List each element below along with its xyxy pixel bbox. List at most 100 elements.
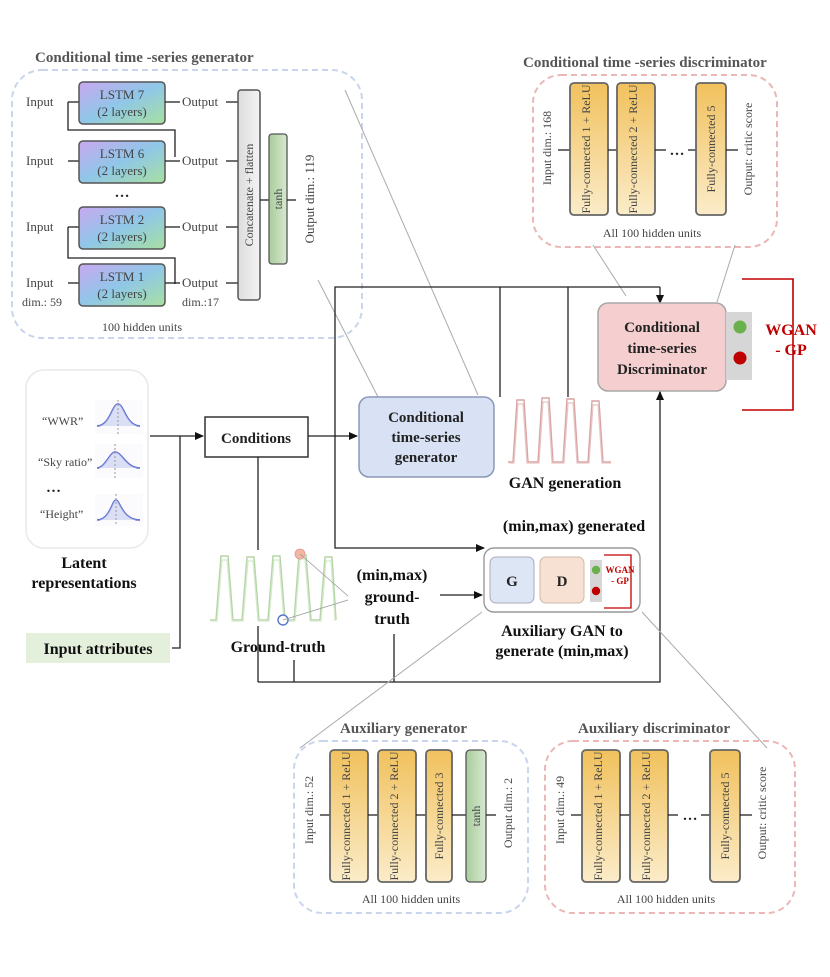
fc-layer-label: Fully-connected 2 + ReLU <box>626 84 640 213</box>
ground-truth-label: Ground-truth <box>231 639 326 656</box>
lstm-sub: (2 layers) <box>97 229 146 244</box>
fc-layer-label: Fully-connected 1 + ReLU <box>591 751 605 880</box>
output-label: Output: critic score <box>741 103 755 196</box>
concatenate-flatten-block <box>237 89 261 301</box>
latent-attr: … <box>46 480 61 496</box>
fc-layer-block <box>695 82 727 216</box>
lstm-sub: (2 layers) <box>97 286 146 301</box>
output-dim-label: Output dim.: 119 <box>302 155 317 244</box>
fc-layer-label: Fully-connected 5 <box>704 106 718 193</box>
lstm-block <box>78 206 166 250</box>
discriminator-panel-border <box>532 74 778 248</box>
latent-label-line2: representations <box>31 575 136 592</box>
wgan-gp-line: WGAN <box>765 322 817 339</box>
input-attributes-label: Input attributes <box>44 641 153 658</box>
lstm-sub: (2 layers) <box>97 163 146 178</box>
wgan-bracket <box>742 278 794 411</box>
aux-d-block <box>539 556 585 604</box>
fc-layer-label: Fully-connected 1 + ReLU <box>339 751 353 880</box>
fc-layer-label: Fully-connected 1 + ReLU <box>579 84 593 213</box>
output-label: Output <box>182 94 219 109</box>
lstm-block <box>78 263 166 307</box>
output-label: Output: critic score <box>755 767 769 860</box>
input-dim-label: Input dim.: 49 <box>553 776 567 844</box>
lstm-name: LSTM 2 <box>100 212 144 227</box>
lstm-name: LSTM 7 <box>100 87 145 102</box>
aux-generator-title: Auxiliary generator <box>340 721 467 737</box>
output-label: Output <box>182 275 219 290</box>
gan-generation-plot <box>505 392 613 468</box>
fc-layer-block <box>377 749 417 883</box>
fc-layer-block <box>629 749 669 883</box>
fc-layer-block <box>569 82 609 216</box>
latent-attr: “Height” <box>40 507 83 521</box>
aux-generator-panel: Auxiliary generator Input dim.: 52 Fully… <box>293 721 529 914</box>
fc-ellipsis: … <box>683 808 698 824</box>
discriminator-node-line: Discriminator <box>617 362 707 378</box>
output-dim-label: Output dim.: 2 <box>501 778 515 848</box>
aux-gan-caption-line: Auxiliary GAN to <box>501 623 623 640</box>
generator-panel-footer: 100 hidden units <box>102 320 182 334</box>
fc-layer-block <box>329 749 369 883</box>
conditional-generator-node <box>358 396 495 478</box>
fc-ellipsis: … <box>670 143 685 159</box>
wgan-red-indicator <box>733 351 747 365</box>
aux-g-label: G <box>506 574 518 590</box>
fc-layer-label: Fully-connected 2 + ReLU <box>639 751 653 880</box>
tanh-block <box>268 133 288 265</box>
aux-gan-caption-line: generate (min,max) <box>495 643 628 660</box>
minmax-groundtruth-line: ground- <box>365 589 420 606</box>
generator-panel: Conditional time -series generator Input… <box>11 50 363 339</box>
input-dim-label: dim.: 59 <box>22 295 62 309</box>
input-label: Input <box>26 94 54 109</box>
discriminator-node-line: time-series <box>627 341 696 357</box>
discriminator-panel-title: Conditional time -series discriminator <box>523 55 767 71</box>
minmax-generated-label: (min,max) generated <box>503 518 645 535</box>
input-attributes-box <box>26 633 170 663</box>
aux-wgan-green-indicator <box>591 565 601 575</box>
fc-layer-block <box>425 749 453 883</box>
lstm-output-dim-label: dim.:17 <box>182 295 219 309</box>
aux-discriminator-title: Auxiliary discriminator <box>578 721 730 737</box>
latent-representations: “WWR” “Sky ratio” … “Height” Latent repr… <box>25 369 149 592</box>
output-label: Output <box>182 153 219 168</box>
tanh-label: tanh <box>469 806 483 827</box>
aux-wgan-gp-line: WGAN <box>606 565 636 575</box>
generator-node-line: time-series <box>391 430 460 446</box>
lstm-name: LSTM 1 <box>100 269 144 284</box>
minmax-groundtruth-line: truth <box>374 611 410 628</box>
input-dim-label: Input dim.: 52 <box>302 776 316 844</box>
aux-generator-footer: All 100 hidden units <box>362 892 461 906</box>
latent-attr: “Sky ratio” <box>38 455 92 469</box>
aux-g-block <box>489 556 535 604</box>
conditions-label: Conditions <box>221 431 291 447</box>
discriminator-panel: Conditional time -series discriminator I… <box>523 55 778 248</box>
input-label: Input <box>26 275 54 290</box>
lstm-block <box>78 140 166 184</box>
generator-node-line: Conditional <box>388 410 464 426</box>
tanh-block <box>465 749 487 883</box>
lstm-ellipsis: … <box>115 185 130 201</box>
aux-discriminator-footer: All 100 hidden units <box>617 892 716 906</box>
fc-layer-label: Fully-connected 5 <box>718 773 732 860</box>
input-dim-label: Input dim.: 168 <box>540 111 554 185</box>
input-label: Input <box>26 153 54 168</box>
fc-layer-block <box>709 749 741 883</box>
conditions-box <box>204 416 309 458</box>
auxiliary-gan: G D WGAN - GP <box>483 547 641 613</box>
fc-layer-block <box>581 749 621 883</box>
wgan-green-indicator <box>733 320 747 334</box>
fc-layer-label: Fully-connected 3 <box>432 773 446 860</box>
latent-label-line1: Latent <box>61 555 107 572</box>
discriminator-node-line: Conditional <box>624 320 700 336</box>
generator-panel-border <box>11 69 363 339</box>
tanh-label: tanh <box>271 189 285 210</box>
gan-generation-label: GAN generation <box>509 475 622 492</box>
latent-distribution-plots <box>95 400 143 526</box>
output-label: Output <box>182 219 219 234</box>
minmax-groundtruth-line: (min,max) <box>357 567 428 584</box>
latent-attr: “WWR” <box>42 414 83 428</box>
wgan-gp-line: - GP <box>775 342 807 359</box>
generator-panel-title: Conditional time -series generator <box>35 50 254 66</box>
